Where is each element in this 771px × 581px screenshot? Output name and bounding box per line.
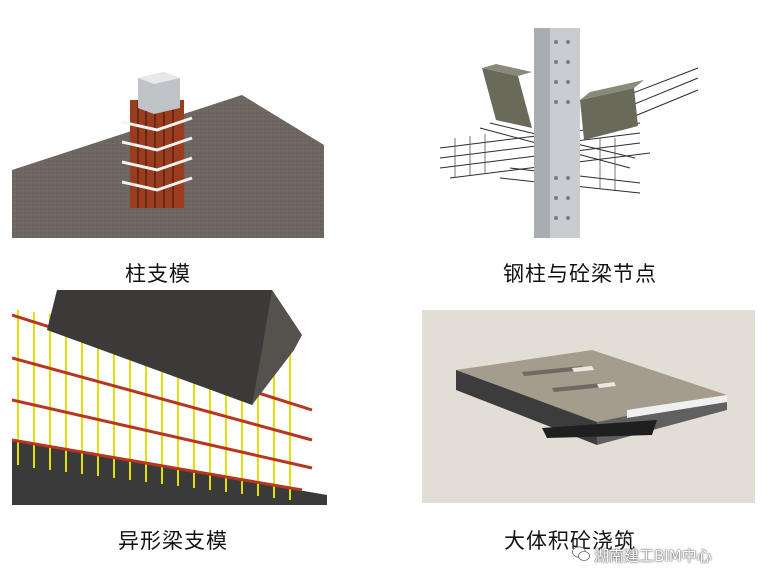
watermark: 湖南建工BIM中心 — [572, 545, 712, 566]
caption-mass-concrete-pour: 大体积砼浇筑 — [504, 529, 636, 553]
caption-irregular-beam-formwork: 异形梁支模 — [118, 529, 228, 553]
column-formwork-render — [12, 60, 324, 238]
steel-column-beam-joint-render — [440, 28, 700, 238]
wechat-icon — [572, 545, 590, 566]
irregular-beam-formwork-render — [12, 290, 327, 505]
caption-column-formwork: 柱支模 — [125, 262, 191, 286]
caption-steel-column-beam-joint: 钢柱与砼梁节点 — [503, 262, 657, 286]
watermark-text: 湖南建工BIM中心 — [594, 547, 712, 565]
mass-concrete-pour-render — [422, 310, 755, 503]
